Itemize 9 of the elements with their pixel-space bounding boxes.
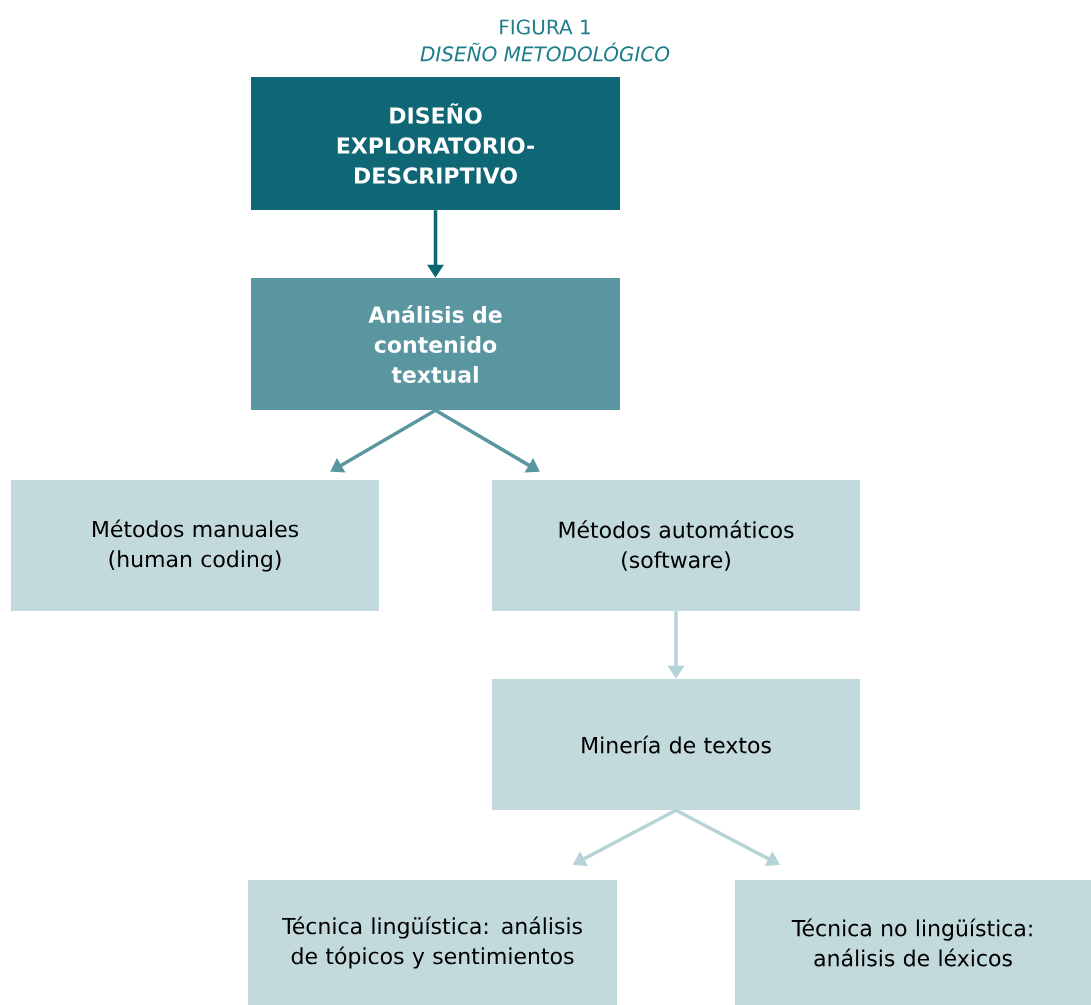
figure-title: FIGURA 1 [500, 19, 590, 35]
analysis-box: Análisis de contenido textual [251, 278, 620, 410]
method-box: Métodos manuales (human coding) [11, 480, 379, 611]
figure-caption: DISEÑO METODOLÓGICO [420, 42, 670, 62]
method-box: Métodos automáticos (software) [492, 480, 860, 611]
method-box: Técnica no lingüística: análisis de léxicos [735, 880, 1091, 1005]
design-box: DISEÑO EXPLORATORIO-DESCRIPTIVO [251, 77, 620, 210]
method-box: Técnica lingüística: análisis de tópicos y sentimientos [248, 880, 617, 1005]
method-box: Minería de textos [492, 679, 860, 810]
